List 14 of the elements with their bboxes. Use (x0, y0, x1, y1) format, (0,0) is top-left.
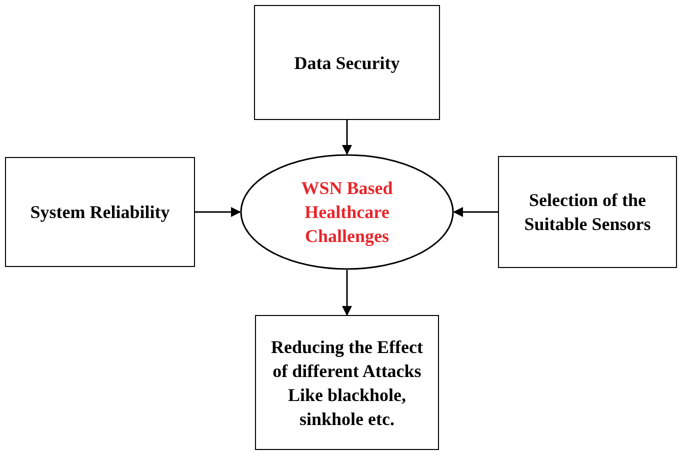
process-box (498, 156, 677, 268)
node-label: System Reliability (30, 201, 170, 224)
arrow (453, 207, 498, 217)
process-box (254, 5, 440, 120)
node-label: Selection of the Suitable Sensors (523, 189, 652, 236)
process-box (255, 315, 439, 450)
process-box (5, 157, 195, 267)
node-label: Data Security (294, 52, 400, 74)
arrow (342, 270, 352, 316)
node-label: Reducing the Effect of different Attacks Like blackhole, sinkhole etc. (270, 336, 424, 430)
ellipse-node (240, 154, 454, 270)
arrow (195, 207, 241, 217)
node-label: WSN Based Healthcare Challenges (300, 177, 394, 248)
arrow (342, 120, 352, 155)
